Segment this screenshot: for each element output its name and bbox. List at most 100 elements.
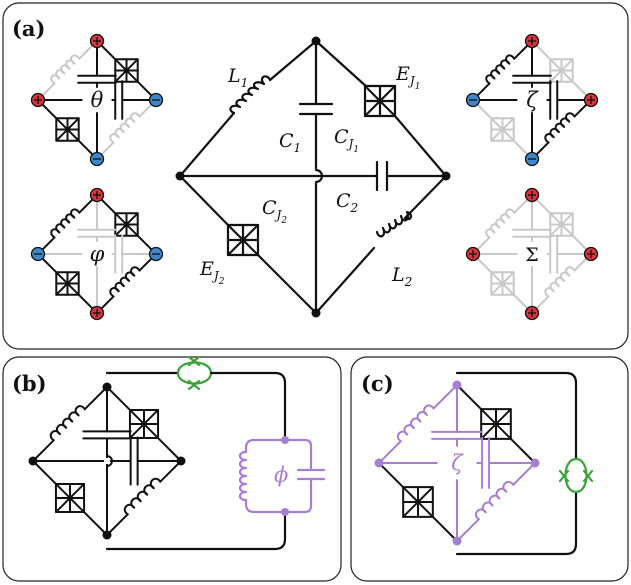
main-wire-tl1 [268, 39, 318, 82]
panel-b-coupler: ϕ [105, 355, 326, 551]
panel-c-coupler [455, 371, 594, 556]
label-l1: L1 [227, 65, 248, 90]
mini-theta-junction-ej2 [55, 117, 80, 142]
mode-diagram-theta: θ [30, 33, 164, 167]
c-wire-bottom [455, 490, 578, 556]
c-squid [558, 457, 594, 494]
main-wire-bl1 [178, 174, 230, 227]
mini-b-crossing-hop [106, 455, 113, 467]
b-lc-oscillator: ϕ [238, 436, 326, 516]
main-inductor-l1 [229, 75, 272, 115]
main-wire-tl2 [178, 111, 236, 178]
mini-zeta-inductor-l1 [485, 54, 516, 85]
mini-b-tr-wire-b [157, 437, 182, 462]
label-cj1: CJ1 [334, 126, 359, 155]
main-node-right [441, 171, 451, 181]
mini-varphi-junction-ej1 [114, 212, 139, 237]
mini-sigma-inductor-l1 [485, 208, 516, 239]
b-squid [176, 355, 213, 391]
mini-b-inductor-l1 [49, 405, 86, 442]
mini-b-node-bottom [102, 530, 112, 540]
mini-b-crossing-gap [104, 458, 110, 464]
main-inductor-l2 [375, 210, 413, 238]
mode-diagram-varphi: φ [30, 187, 164, 321]
b-wire-bottom [105, 512, 287, 551]
b-wire-top-right [209, 371, 287, 440]
mini-c-bl-wire-b [431, 515, 458, 542]
mini-c-inductor-l2 [474, 480, 515, 521]
mode-diagram-sigma: Σ [465, 187, 599, 321]
label-c2: C2 [336, 190, 358, 215]
mini-c-node-right [530, 458, 540, 468]
mini-b-node-top [102, 382, 112, 392]
c-wire-top [455, 371, 578, 461]
mini-c-node-top [452, 380, 462, 390]
mini-b-bl-wire-b [83, 511, 108, 536]
mini-varphi-mode-symbol: φ [90, 242, 105, 266]
mini-b-br-wire-b [106, 513, 129, 536]
mini-b-node-left [28, 456, 38, 466]
mini-b-tr-wire-a [106, 386, 131, 411]
mini-c-inductor-l1 [396, 404, 435, 443]
panel-b-label: (b) [12, 371, 47, 396]
mini-sigma-inductor-l2 [544, 266, 576, 298]
label-ej1: EJ1 [395, 63, 420, 92]
main-wire-bl2 [256, 253, 318, 315]
main-node-left [175, 171, 185, 181]
mini-b-inductor-l2 [123, 477, 162, 516]
main-wire-br1 [403, 174, 448, 220]
main-junction-ej2 [226, 223, 260, 257]
panel-c-label: (c) [361, 371, 394, 396]
main-junction-ej1 [363, 84, 397, 118]
mini-sigma-junction-ej2 [490, 271, 515, 296]
panel-b-circuit [28, 382, 186, 540]
mini-b-junction-ej2 [54, 482, 86, 514]
mini-c-junction-ej2 [402, 486, 434, 518]
mini-b-br-wire-a [159, 460, 182, 483]
b-lc-inductor [238, 450, 248, 502]
mini-sigma-mode-symbol: Σ [525, 244, 538, 266]
mini-theta-mode-symbol: θ [91, 88, 104, 112]
panel-c-circuit: ζ [374, 380, 540, 546]
mini-c-tr-wire-b [509, 437, 536, 464]
mini-c-tl-wire-a [432, 384, 458, 410]
mini-theta-inductor-l2 [109, 112, 141, 144]
main-wire-tr2 [393, 114, 448, 178]
label-l2: L2 [391, 264, 412, 289]
mini-c-mode-symbol: ζ [451, 451, 464, 475]
mini-sigma-junction-ej1 [549, 212, 574, 237]
mode-diagram-zeta: ζ [465, 33, 599, 167]
main-wire-br2 [314, 246, 376, 315]
mini-c-junction-ej1 [480, 408, 512, 440]
mini-zeta-inductor-l2 [544, 112, 576, 144]
mini-zeta-mode-symbol: ζ [526, 88, 539, 112]
mini-c-tl-wire-b [378, 440, 402, 464]
mini-varphi-inductor-l1 [50, 208, 81, 239]
main-node-top [311, 36, 321, 46]
mini-zeta-junction-ej1 [549, 58, 574, 83]
mini-varphi-junction-ej2 [55, 271, 80, 296]
mini-c-br-wire-b [456, 518, 480, 542]
mini-b-tl-wire-a [83, 386, 108, 411]
mini-b-junction-ej1 [128, 408, 160, 440]
mini-theta-junction-ej1 [114, 58, 139, 83]
label-ej2: EJ2 [199, 258, 225, 287]
mini-b-bl-wire-a [32, 460, 57, 485]
mini-b-node-right [176, 456, 186, 466]
mini-c-br-wire-a [512, 462, 536, 486]
label-cj2: CJ2 [262, 197, 287, 226]
b-phi-symbol: ϕ [274, 463, 288, 487]
mini-varphi-inductor-l2 [109, 266, 141, 298]
mini-b-tl-wire-b [32, 439, 55, 462]
mini-c-node-left [374, 458, 384, 468]
label-c1: C1 [279, 130, 301, 155]
mini-c-node-bottom [452, 536, 462, 546]
mini-c-tr-wire-a [456, 384, 483, 411]
main-wire-tr1 [314, 39, 370, 90]
mini-theta-inductor-l1 [50, 54, 81, 85]
mini-c-bl-wire-a [378, 462, 405, 489]
panel-a-label: (a) [12, 16, 45, 41]
main-node-bottom [311, 308, 321, 318]
mini-zeta-junction-ej2 [490, 117, 515, 142]
